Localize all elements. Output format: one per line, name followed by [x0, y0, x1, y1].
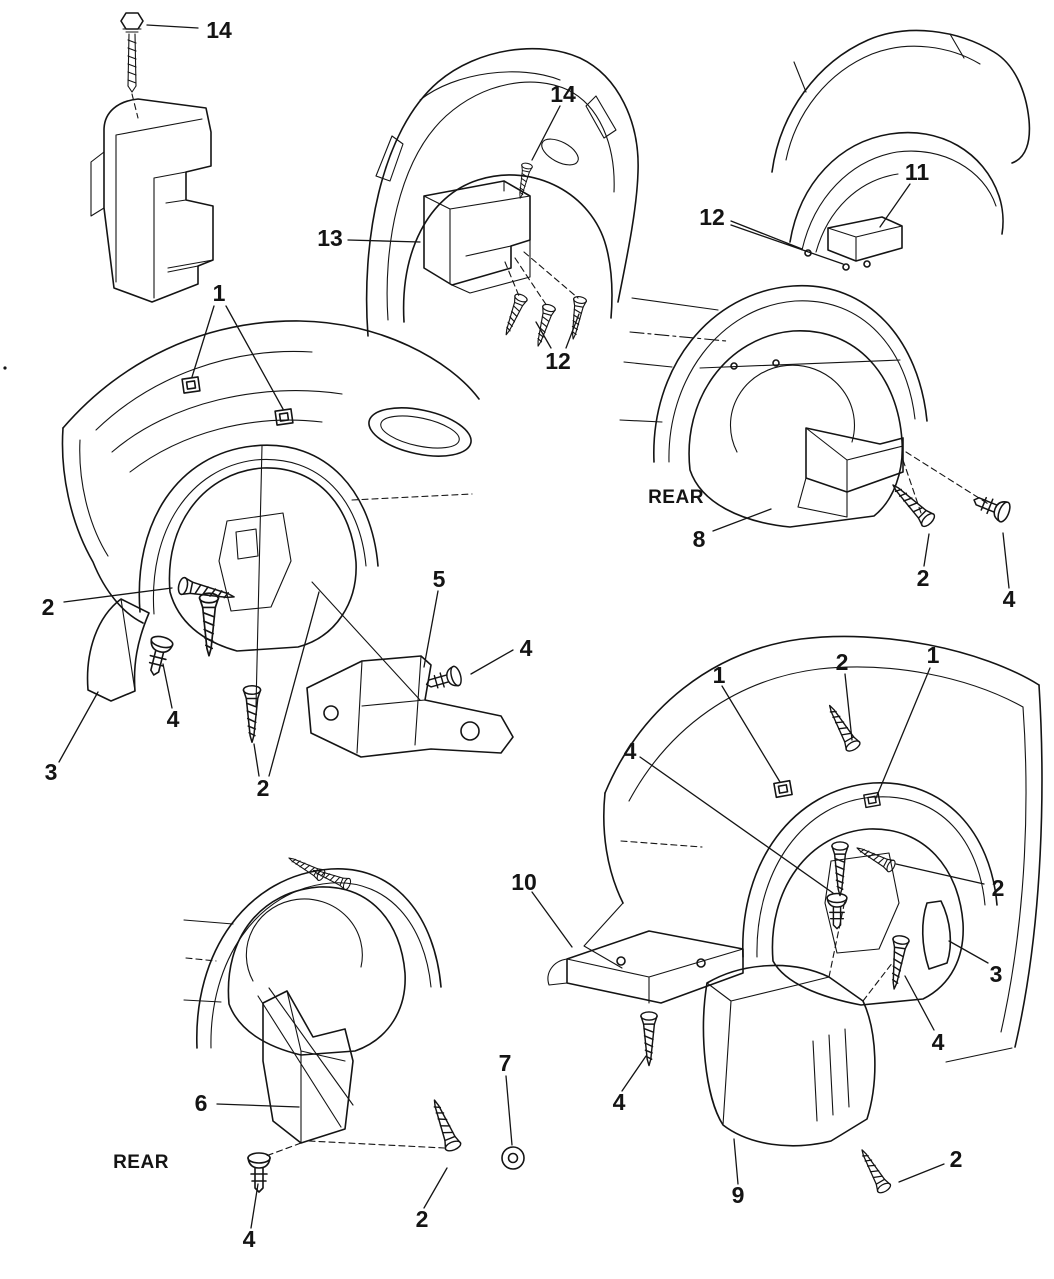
rear-label-upper: REAR: [648, 487, 704, 508]
callout-9: 9: [732, 1182, 745, 1208]
bolt-14-top-left: [120, 12, 199, 119]
callout-2-front-lower: 2: [257, 775, 270, 801]
callout-12-top-middle: 12: [545, 348, 571, 374]
bracket-11: [730, 183, 911, 271]
splash-shield-13: [347, 105, 588, 349]
callout-11: 11: [905, 159, 930, 185]
callout-2-quarter-top: 2: [836, 649, 849, 675]
callout-13: 13: [317, 225, 343, 251]
callout-2-bottom-right: 2: [950, 1146, 963, 1172]
rear-wheelhouse-right-assembly: [619, 285, 1014, 589]
callout-6: 6: [195, 1090, 208, 1116]
front-wheelhouse-view: [365, 47, 639, 337]
callout-3-quarter: 3: [990, 961, 1003, 987]
callout-5: 5: [433, 566, 446, 592]
callout-2-rear-right: 2: [917, 565, 930, 591]
callout-10: 10: [511, 869, 537, 895]
callout-2-front: 2: [42, 594, 55, 620]
callout-14-top-middle: 14: [550, 81, 576, 107]
rear-wheelhouse-left-assembly: [183, 852, 525, 1229]
callout-7: 7: [499, 1050, 512, 1076]
stray-dot: [3, 366, 7, 370]
callout-1-front: 1: [213, 280, 226, 306]
callout-4-front-bracket: 4: [520, 635, 533, 661]
rear-label-lower: REAR: [113, 1152, 169, 1173]
front-fender-assembly: [58, 305, 514, 777]
callout-1-quarter-right: 1: [927, 642, 940, 668]
callout-4-quarter-lower: 4: [932, 1029, 945, 1055]
callout-8: 8: [693, 526, 706, 552]
callout-12-top-right: 12: [699, 204, 725, 230]
callout-4-rear-right: 4: [1003, 586, 1016, 612]
right-fender-view: [771, 29, 1031, 253]
rear-quarter-assembly: [531, 635, 1043, 1196]
callout-4-rear-left: 4: [243, 1226, 256, 1252]
callout-4-bottom: 4: [613, 1089, 626, 1115]
callout-3-front: 3: [45, 759, 58, 785]
callout-2-quarter-right: 2: [992, 875, 1005, 901]
callout-4-front: 4: [167, 706, 180, 732]
splash-shield-top-left: [90, 98, 214, 303]
callout-4-quarter-long: 4: [624, 738, 637, 764]
callout-labels: 14 13 14 12 12 11 8 2 4 1 2 4 3 2 5 4 1 …: [42, 17, 1016, 1252]
callout-1-quarter-left: 1: [713, 662, 726, 688]
callout-14-top-left: 14: [206, 17, 232, 43]
callout-2-rear-left: 2: [416, 1206, 429, 1232]
